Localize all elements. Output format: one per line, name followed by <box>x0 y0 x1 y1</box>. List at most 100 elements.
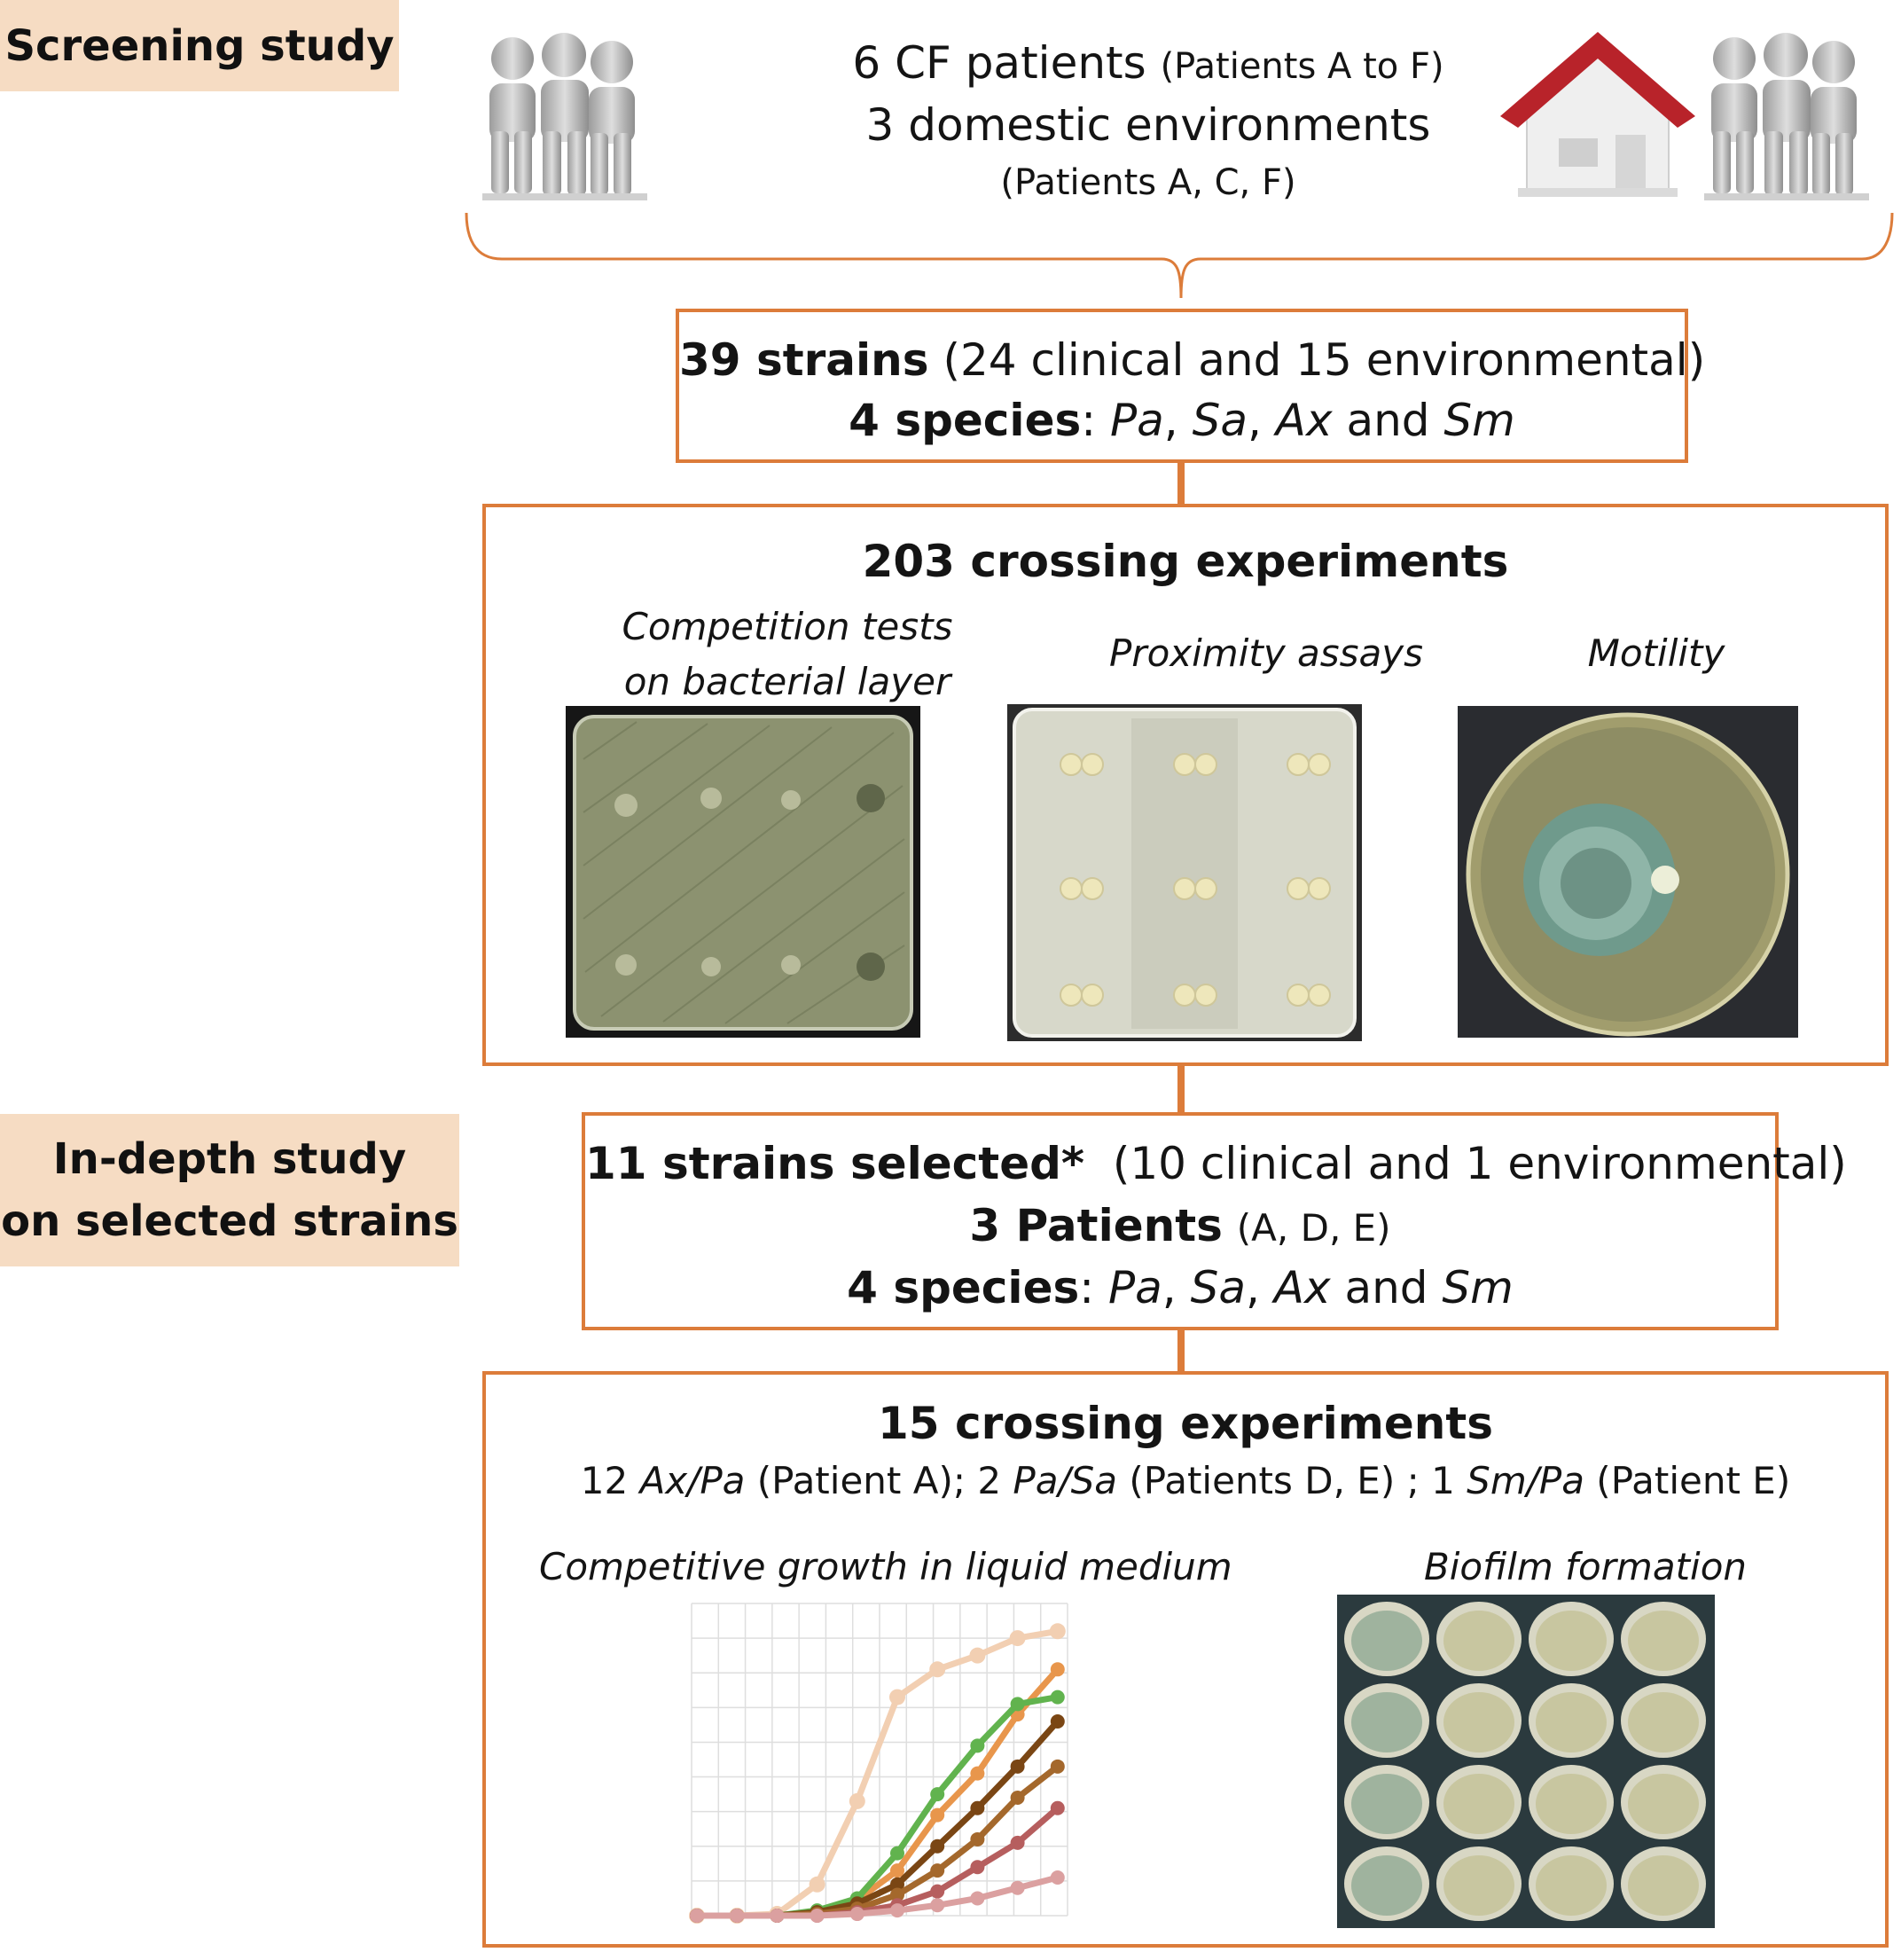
series-5-point-9 <box>1050 1800 1065 1815</box>
series-5-point-6 <box>930 1884 945 1899</box>
series-4-point-8 <box>1010 1791 1025 1806</box>
series-4-point-5 <box>890 1887 904 1902</box>
series-0-point-6 <box>929 1661 946 1678</box>
series-0-point-9 <box>1049 1623 1066 1640</box>
series-line-6 <box>697 1874 1059 1919</box>
series-6-point-5 <box>890 1903 904 1918</box>
species-sa: Sa <box>1190 1262 1246 1313</box>
series-2-point-6 <box>930 1787 945 1802</box>
series-0-point-8 <box>1009 1630 1026 1647</box>
proximity-plate-image <box>1007 704 1362 1041</box>
series-6-point-3 <box>810 1909 825 1923</box>
patients-count: 3 Patients <box>969 1200 1223 1251</box>
series-1-point-9 <box>1050 1662 1065 1677</box>
connector <box>1177 461 1185 507</box>
series-1-point-7 <box>970 1766 985 1781</box>
pair-pa-sa: Pa/Sa <box>1013 1459 1118 1502</box>
cf-patients-count: 6 CF patients <box>852 37 1146 89</box>
selected-strains-box: 11 strains selected* (10 clinical and 1 … <box>582 1112 1847 1330</box>
series-3-point-5 <box>890 1877 904 1892</box>
selected-strains-detail: (10 clinical and 1 environmental) <box>1112 1138 1847 1189</box>
species-sm: Sm <box>1443 395 1515 446</box>
well <box>1536 1855 1607 1916</box>
series-0-point-5 <box>889 1689 905 1705</box>
environment-patients: (Patients A, C, F) <box>1000 162 1296 203</box>
well <box>1628 1774 1699 1834</box>
strains-detail: (24 clinical and 15 environmental) <box>943 334 1706 386</box>
well <box>1628 1692 1699 1752</box>
cf-patients-detail: (Patients A to F) <box>1160 46 1444 87</box>
strains-count: 39 strains <box>679 334 929 386</box>
people-group-icon <box>1704 33 1869 200</box>
well <box>1628 1855 1699 1916</box>
series-2-point-9 <box>1050 1690 1065 1705</box>
series-2-point-8 <box>1010 1697 1025 1712</box>
species-pa: Pa <box>1107 1262 1162 1313</box>
series-5-point-7 <box>970 1860 985 1875</box>
screening-header: 6 CF patients (Patients A to F) 3 domest… <box>798 27 1498 222</box>
biofilm-plate-image <box>1337 1595 1715 1928</box>
series-4-point-6 <box>930 1863 945 1878</box>
domestic-environments: 3 domestic environments <box>865 99 1431 151</box>
series-1-point-5 <box>890 1863 904 1878</box>
well <box>1536 1692 1607 1752</box>
proximity-label: Proximity assays <box>1108 631 1424 675</box>
competition-plate-image <box>566 706 920 1038</box>
pair-ax-pa: Ax/Pa <box>639 1459 746 1502</box>
biofilm-label: Biofilm formation <box>1423 1545 1748 1588</box>
well <box>1351 1855 1422 1916</box>
connector <box>1177 1062 1185 1114</box>
final-title: 15 crossing experiments <box>877 1398 1494 1449</box>
series-1-point-6 <box>930 1807 945 1823</box>
species-ax: Ax <box>1275 395 1333 446</box>
connector <box>1177 1327 1185 1373</box>
well <box>1628 1611 1699 1671</box>
crossing-title: 203 crossing experiments <box>862 536 1509 587</box>
species-pa: Pa <box>1109 395 1164 446</box>
series-0-point-7 <box>969 1647 986 1664</box>
well <box>1351 1774 1422 1834</box>
series-2-point-7 <box>970 1738 985 1753</box>
growth-chart <box>689 1603 1068 1924</box>
motility-label: Motility <box>1587 631 1725 675</box>
well <box>1443 1855 1514 1916</box>
series-3-point-9 <box>1050 1713 1065 1729</box>
species-sm: Sm <box>1442 1262 1514 1313</box>
in-depth-label-2: on selected strains <box>1 1196 458 1246</box>
well <box>1443 1774 1514 1834</box>
species-sa: Sa <box>1192 395 1248 446</box>
selected-strains-count: 11 strains selected* <box>585 1138 1085 1189</box>
screening-study-label: Screening study <box>4 20 395 71</box>
series-4-point-7 <box>970 1831 985 1846</box>
in-depth-label-1: In-depth study <box>52 1134 407 1184</box>
competition-label: Competition tests on bacterial layer <box>622 605 953 703</box>
motility-plate-image <box>1458 706 1798 1038</box>
well <box>1536 1611 1607 1671</box>
experiment-breakdown: 12 Ax/Pa (Patient A); 2 Pa/Sa (Patients … <box>580 1459 1791 1502</box>
species-label: 4 species <box>849 395 1082 446</box>
series-6-point-8 <box>1010 1880 1025 1895</box>
series-0-point-3 <box>809 1876 825 1893</box>
final-experiments-box: 15 crossing experiments 12 Ax/Pa (Patien… <box>482 1371 1889 1948</box>
in-depth-study-tag: In-depth study on selected strains <box>0 1114 459 1266</box>
series-6-point-1 <box>730 1909 745 1923</box>
patients-detail: (A, D, E) <box>1236 1206 1391 1250</box>
series-6-point-7 <box>970 1891 985 1906</box>
species-ax: Ax <box>1273 1262 1331 1313</box>
series-6-point-6 <box>930 1898 945 1913</box>
series-3-point-6 <box>930 1838 945 1854</box>
crossing-experiments-box: 203 crossing experiments Competition tes… <box>482 504 1889 1066</box>
well <box>1536 1774 1607 1834</box>
series-4-point-9 <box>1050 1759 1065 1774</box>
people-group-icon <box>482 33 647 200</box>
strains-box: 39 strains (24 clinical and 15 environme… <box>676 309 1705 463</box>
series-3-point-8 <box>1010 1759 1025 1774</box>
selected-species-label: 4 species <box>847 1262 1080 1313</box>
screening-study-tag: Screening study <box>0 0 399 91</box>
series-6-point-9 <box>1050 1870 1065 1885</box>
series-0-point-4 <box>849 1792 865 1809</box>
pair-sm-pa: Sm/Pa <box>1467 1459 1584 1502</box>
series-5-point-8 <box>1010 1835 1025 1850</box>
growth-label: Competitive growth in liquid medium <box>539 1545 1232 1588</box>
well <box>1443 1611 1514 1671</box>
